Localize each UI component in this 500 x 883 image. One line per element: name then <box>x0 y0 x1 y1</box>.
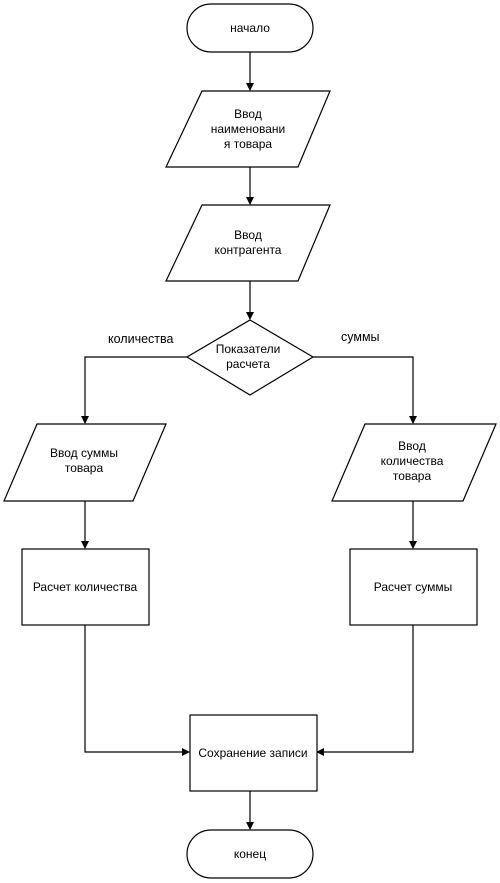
process-calc-quantity: Расчет количества <box>21 548 150 626</box>
process-calc-amount-label: Расчет суммы <box>374 580 453 594</box>
process-save-record-label: Сохранение записи <box>198 746 307 760</box>
end-label: конец <box>234 847 266 861</box>
input-product-name-line-1: Ввод <box>234 107 262 121</box>
branch-label-right: суммы <box>341 330 380 344</box>
branch-label-left: количества <box>108 332 174 346</box>
process-calc-amount: Расчет суммы <box>349 548 478 626</box>
connector-decision-right-branch <box>313 356 417 424</box>
input-counterparty: Ввод контрагента <box>165 204 331 282</box>
connector-decision-left-branch <box>81 356 187 424</box>
input-quantity-line-3: товара <box>393 469 432 483</box>
end-terminator: конец <box>186 829 314 879</box>
process-calc-quantity-label: Расчет количества <box>33 580 138 594</box>
input-quantity: Ввод количества товара <box>331 423 497 502</box>
input-quantity-line-2: количества <box>381 454 444 468</box>
input-amount-line-2: товара <box>65 461 104 475</box>
process-save-record: Сохранение записи <box>189 714 318 792</box>
decision-calculation-indicators: Показатели расчета <box>185 319 315 396</box>
decision-line-1: Показатели <box>216 342 281 356</box>
input-counterparty-line-2: контрагента <box>215 243 282 257</box>
start-terminator: начало <box>186 3 314 53</box>
input-product-name-line-3: я товара <box>224 137 272 151</box>
connector-calc-amount-to-save <box>316 625 414 756</box>
start-label: начало <box>230 21 270 35</box>
connector-calc-quantity-to-save <box>84 625 190 756</box>
input-amount: Ввод суммы товара <box>3 423 167 502</box>
input-quantity-line-1: Ввод <box>398 439 426 453</box>
input-product-name-line-2: наименовани <box>211 122 285 136</box>
input-product-name: Ввод наименовани я товара <box>165 90 331 168</box>
input-counterparty-line-1: Ввод <box>234 228 262 242</box>
input-amount-line-1: Ввод суммы <box>50 446 118 460</box>
decision-line-2: расчета <box>226 357 270 371</box>
